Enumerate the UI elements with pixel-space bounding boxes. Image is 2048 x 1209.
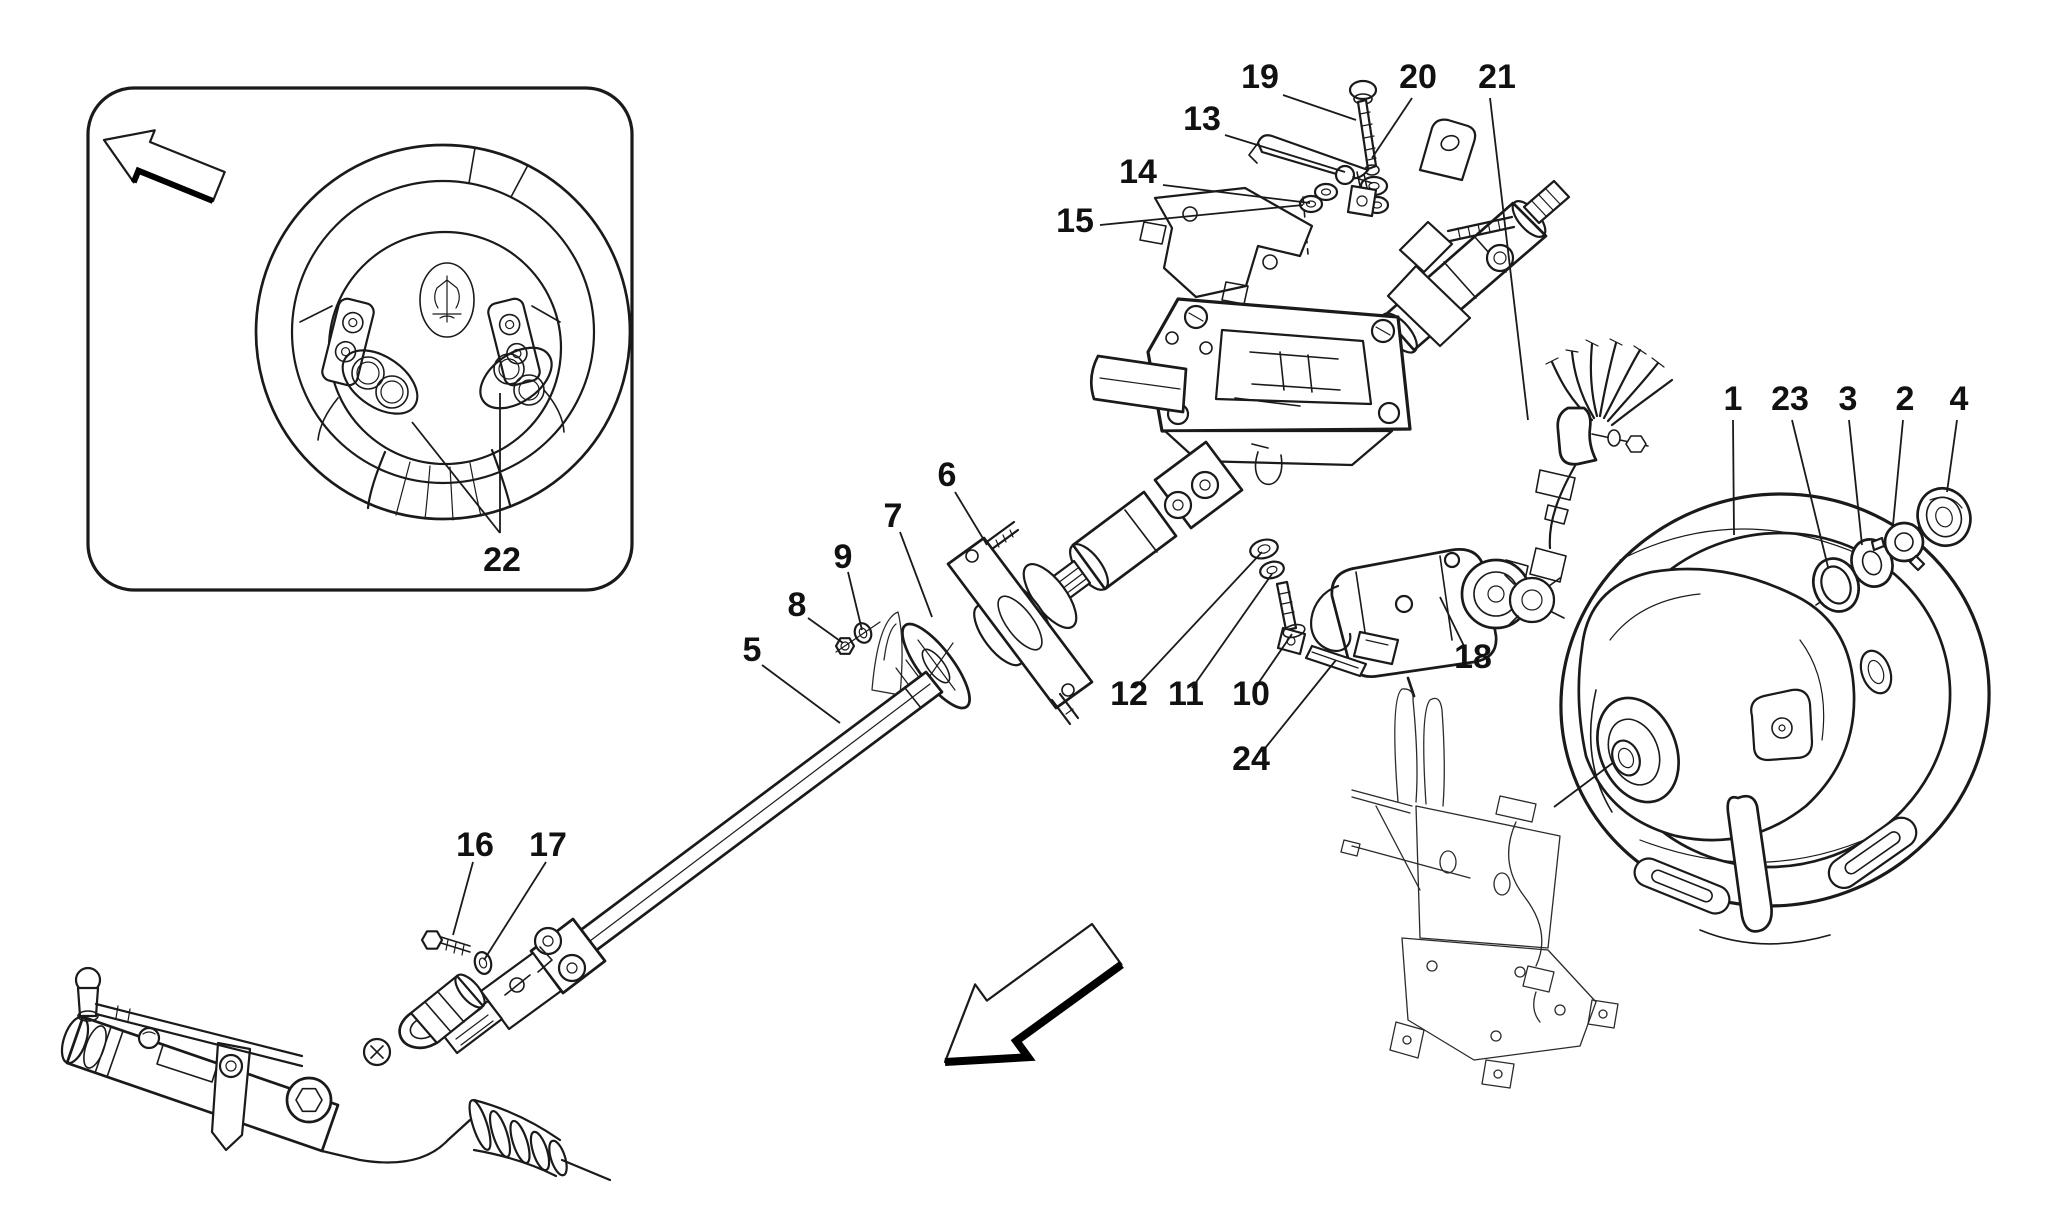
- spoke-screw-pod: [1750, 688, 1814, 762]
- fasteners-10-11-12: [1249, 538, 1307, 656]
- callout-label-14: 14: [1119, 153, 1157, 191]
- leader-lines: [452, 94, 1958, 961]
- washer-17: [473, 951, 493, 975]
- steering-column-assembly: [420, 179, 1674, 1055]
- callout-labels: 1 2 3 4 5 6 7 8 9 10 11 12 13 14 15 16 1…: [456, 58, 1968, 864]
- arrow-up-left-icon: [102, 129, 226, 204]
- callout-label-13: 13: [1183, 100, 1221, 138]
- callout-label-2: 2: [1896, 380, 1915, 418]
- inset-panel: [86, 86, 634, 592]
- mounting-plate: [1089, 297, 1412, 486]
- callout-label-19: 19: [1241, 58, 1279, 96]
- flex-coupling-flange: [946, 520, 1094, 726]
- hub-cap-4: [1916, 486, 1972, 548]
- callout-label-1: 1: [1724, 380, 1743, 418]
- callout-label-9: 9: [834, 538, 853, 576]
- callout-label-21: 21: [1478, 58, 1516, 96]
- steering-rack: [60, 966, 612, 1182]
- dashboard-bracket: [1340, 688, 1619, 1089]
- callout-label-8: 8: [788, 586, 807, 624]
- right-lower-spoke: [1827, 816, 1918, 889]
- callout-label-15: 15: [1056, 202, 1094, 240]
- callout-label-3: 3: [1839, 380, 1858, 418]
- hub-small-parts: [1812, 486, 1972, 613]
- arrow-down-left-icon: [943, 922, 1124, 1066]
- callout-label-17: 17: [529, 826, 567, 864]
- lower-universal-joint: [441, 917, 607, 1055]
- callout-label-5: 5: [743, 631, 762, 669]
- callout-label-12: 12: [1110, 675, 1148, 713]
- paddle-shifter: [1726, 794, 1773, 933]
- steering-wheel-front-view: [254, 143, 632, 521]
- left-lower-spoke: [1633, 857, 1731, 915]
- callout-label-16: 16: [456, 826, 494, 864]
- callout-label-20: 20: [1399, 58, 1437, 96]
- right-spoke-buttons: [479, 346, 553, 410]
- callout-label-7: 7: [884, 497, 903, 535]
- callout-22-leaders: [411, 393, 501, 534]
- left-spoke-buttons: [341, 349, 419, 415]
- trident-logo: [419, 262, 475, 338]
- intermediate-shaft: [420, 440, 1244, 1055]
- bolt-16: [420, 930, 444, 950]
- steering-wheel-rear-view: [1553, 486, 1991, 945]
- callout-label-22: 22: [483, 541, 521, 579]
- steering-lock-actuator: [1310, 548, 1565, 698]
- callout-label-4: 4: [1950, 380, 1969, 418]
- callout-label-6: 6: [938, 456, 957, 494]
- callout-label-11: 11: [1168, 675, 1204, 713]
- callout-label-23: 23: [1771, 380, 1809, 418]
- firewall-grommet: [901, 622, 971, 710]
- upper-column-tube: [1380, 179, 1571, 354]
- callout-label-18: 18: [1454, 638, 1492, 676]
- callout-label-24: 24: [1232, 740, 1270, 778]
- callout-label-10: 10: [1232, 675, 1270, 713]
